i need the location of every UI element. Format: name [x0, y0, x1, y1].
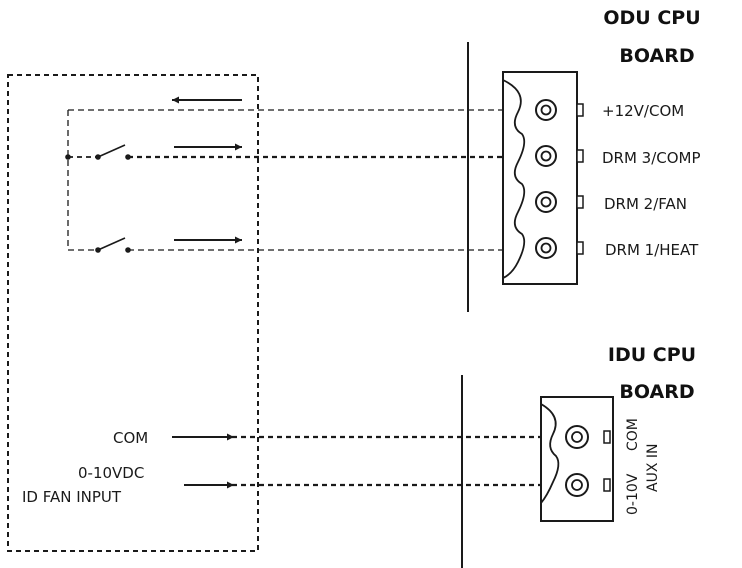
drm-wiring [67, 109, 503, 251]
idu-wiring [232, 435, 541, 487]
drm1-switch [95, 237, 131, 253]
idu-title-line2: BOARD [619, 381, 694, 403]
idu-title-line1: IDU CPU [608, 344, 696, 366]
idu-terminal-screw-0-10v [565, 473, 611, 497]
odu-terminal-label-12v-com: +12V/COM [602, 102, 684, 120]
odu-terminal-label-drm1-heat: DRM 1/HEAT [605, 241, 699, 259]
idu-terminal-block [540, 396, 614, 522]
idu-terminal-screw-com [565, 425, 611, 449]
odu-terminal-screw-1 [535, 99, 584, 121]
input-label-com: COM [113, 429, 148, 447]
input-label-id-fan: ID FAN INPUT [22, 488, 122, 506]
idu-label-com: COM [625, 418, 641, 451]
odu-terminal-label-drm2-fan: DRM 2/FAN [604, 195, 687, 213]
odu-terminal-screw-3 [535, 191, 584, 213]
odu-terminal-label-drm3-comp: DRM 3/COMP [602, 149, 701, 167]
drm3-switch [65, 144, 131, 160]
idu-label-0-10v: 0-10V [625, 473, 641, 515]
odu-terminal-screw-4 [535, 237, 584, 259]
odu-terminal-screw-2 [535, 145, 584, 167]
input-label-0-10vdc: 0-10VDC [78, 464, 144, 482]
idu-label-aux-in: AUX IN [645, 444, 661, 492]
odu-terminal-block [502, 71, 584, 285]
odu-title-line2: BOARD [619, 45, 694, 67]
controller-boundary [7, 74, 259, 552]
odu-title-line1: ODU CPU [603, 7, 700, 29]
